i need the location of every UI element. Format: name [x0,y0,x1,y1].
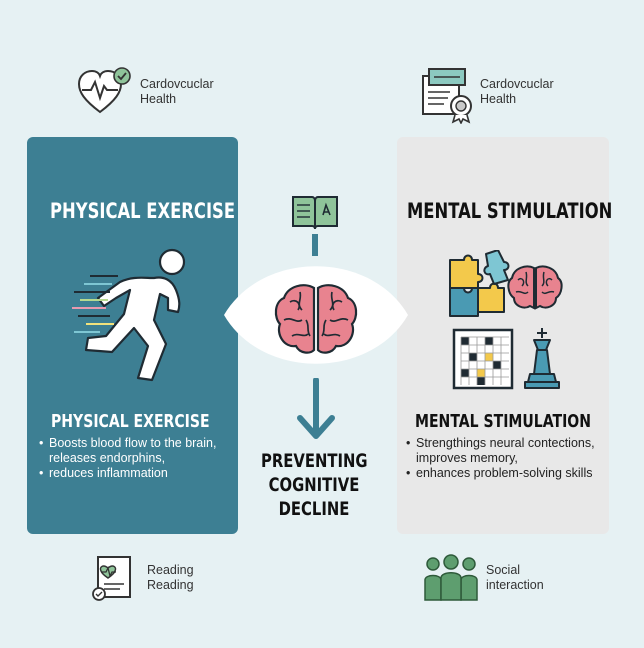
bullet-item: reduces inflammation [37,466,247,481]
running-person-icon [84,248,186,382]
top-left-label: Cardovcuclar Health [140,77,214,106]
bottom-left-label: Reading Reading [147,563,194,592]
puzzle-icon [449,250,510,317]
bullet-item-continued: releases endorphins, [49,451,166,465]
chess-king-icon [524,328,560,389]
down-arrow-icon [297,378,335,439]
speed-lines-icon [72,275,118,333]
connector-line [312,234,318,256]
heart-pulse-icon [77,67,131,114]
social-group-icon [424,554,478,601]
right-panel-title: MENTAL STIMULATION [407,199,613,223]
left-panel-title: PHYSICAL EXERCISE [50,199,236,223]
bullet-item-continued: improves memory, [416,451,518,465]
bullet-item: enhances problem-solving skills [404,466,614,481]
right-panel-bullets: Strengthings neural contections, improve… [404,436,614,481]
left-panel-bullets: Boosts blood flow to the brain, releases… [37,436,247,481]
bullet-item: Boosts blood flow to the brain, [37,436,247,451]
center-title: PREVENTING COGNITIVE DECLINE [260,450,368,520]
crossword-icon [452,328,514,390]
right-panel-subtitle: MENTAL STIMULATION [415,411,591,432]
left-panel-subtitle: PHYSICAL EXERCISE [51,411,210,432]
reading-document-icon [92,556,131,601]
brain-small-icon [507,265,563,310]
top-right-label: Cardovcuclar Health [480,77,554,106]
certificate-icon [422,68,472,124]
bottom-right-label: Social interaction [486,563,544,592]
brain-icon [274,284,358,354]
center-lens [224,266,408,364]
book-icon [292,196,338,230]
bullet-item: Strengthings neural contections, [404,436,614,451]
